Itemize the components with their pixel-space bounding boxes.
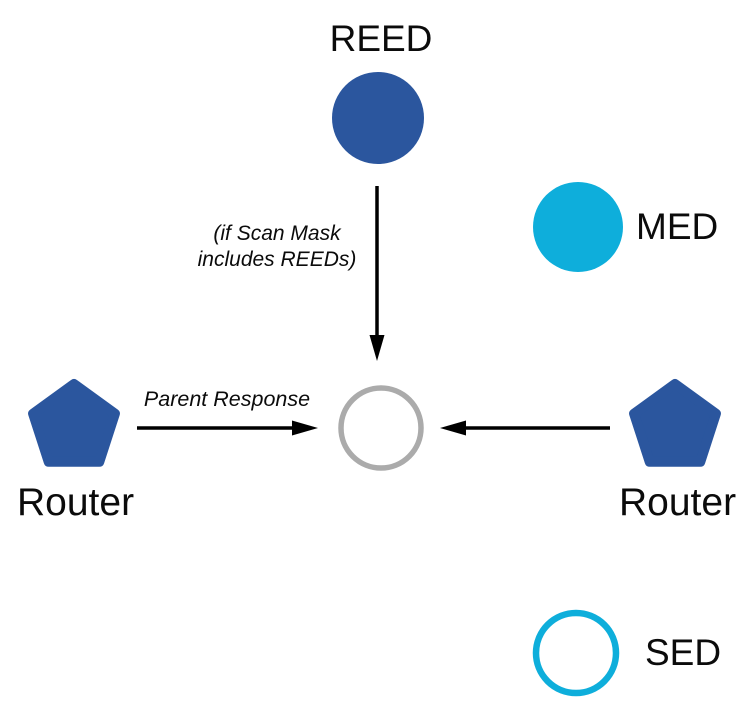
reed-to-center-arrowhead-icon	[369, 335, 385, 361]
router-left-to-center-arrowhead-icon	[292, 420, 318, 436]
router-left-pentagon	[28, 379, 120, 467]
parent-response-annotation: Parent Response	[143, 387, 311, 411]
scan-mask-annotation-line2: includes REEDs)	[197, 248, 357, 271]
scan-mask-annotation-line1: (if Scan Mask	[213, 222, 341, 245]
sed-label: SED	[645, 632, 722, 673]
sed-node-circle	[532, 609, 620, 697]
reed-node-circle	[332, 72, 424, 164]
center-node-circle	[338, 385, 424, 471]
router-left-label: Router	[17, 481, 135, 524]
reed-label: REED	[329, 18, 433, 59]
med-label: MED	[636, 206, 719, 247]
med-node-circle	[533, 182, 623, 272]
router-right-pentagon	[629, 379, 721, 467]
scan-mask-annotation: (if Scan Mask includes REEDs)	[198, 221, 357, 273]
router-right-to-center-arrowhead-icon	[440, 420, 466, 436]
router-right-label: Router	[619, 481, 737, 524]
